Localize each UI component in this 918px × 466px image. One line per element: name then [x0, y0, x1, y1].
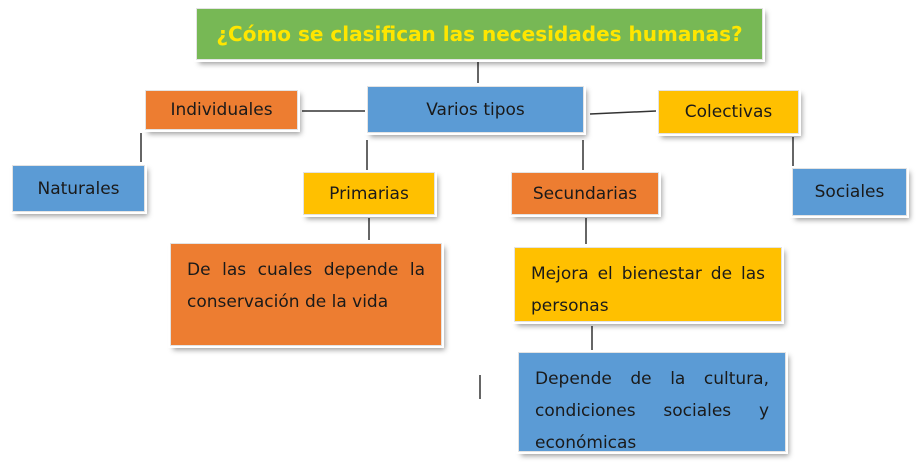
sociales-node: Sociales — [790, 166, 909, 218]
secundarias-node: Secundarias — [509, 170, 661, 217]
diagram-title: ¿Cómo se clasifican las necesidades huma… — [194, 6, 765, 62]
connector-center-colectivas — [589, 110, 657, 115]
colectivas-node: Colectivas — [656, 88, 801, 136]
naturales-node: Naturales — [10, 163, 147, 214]
primarias-node: Primarias — [301, 170, 437, 217]
individuales-node: Individuales — [143, 88, 300, 132]
primarias-description: De las cuales depende la conservación de… — [168, 241, 444, 348]
secundarias-detail: Depende de la cultura, condiciones socia… — [516, 350, 788, 454]
secundarias-description: Mejora el bienestar de las personas — [512, 245, 784, 324]
center-node: Varios tipos — [365, 84, 586, 135]
